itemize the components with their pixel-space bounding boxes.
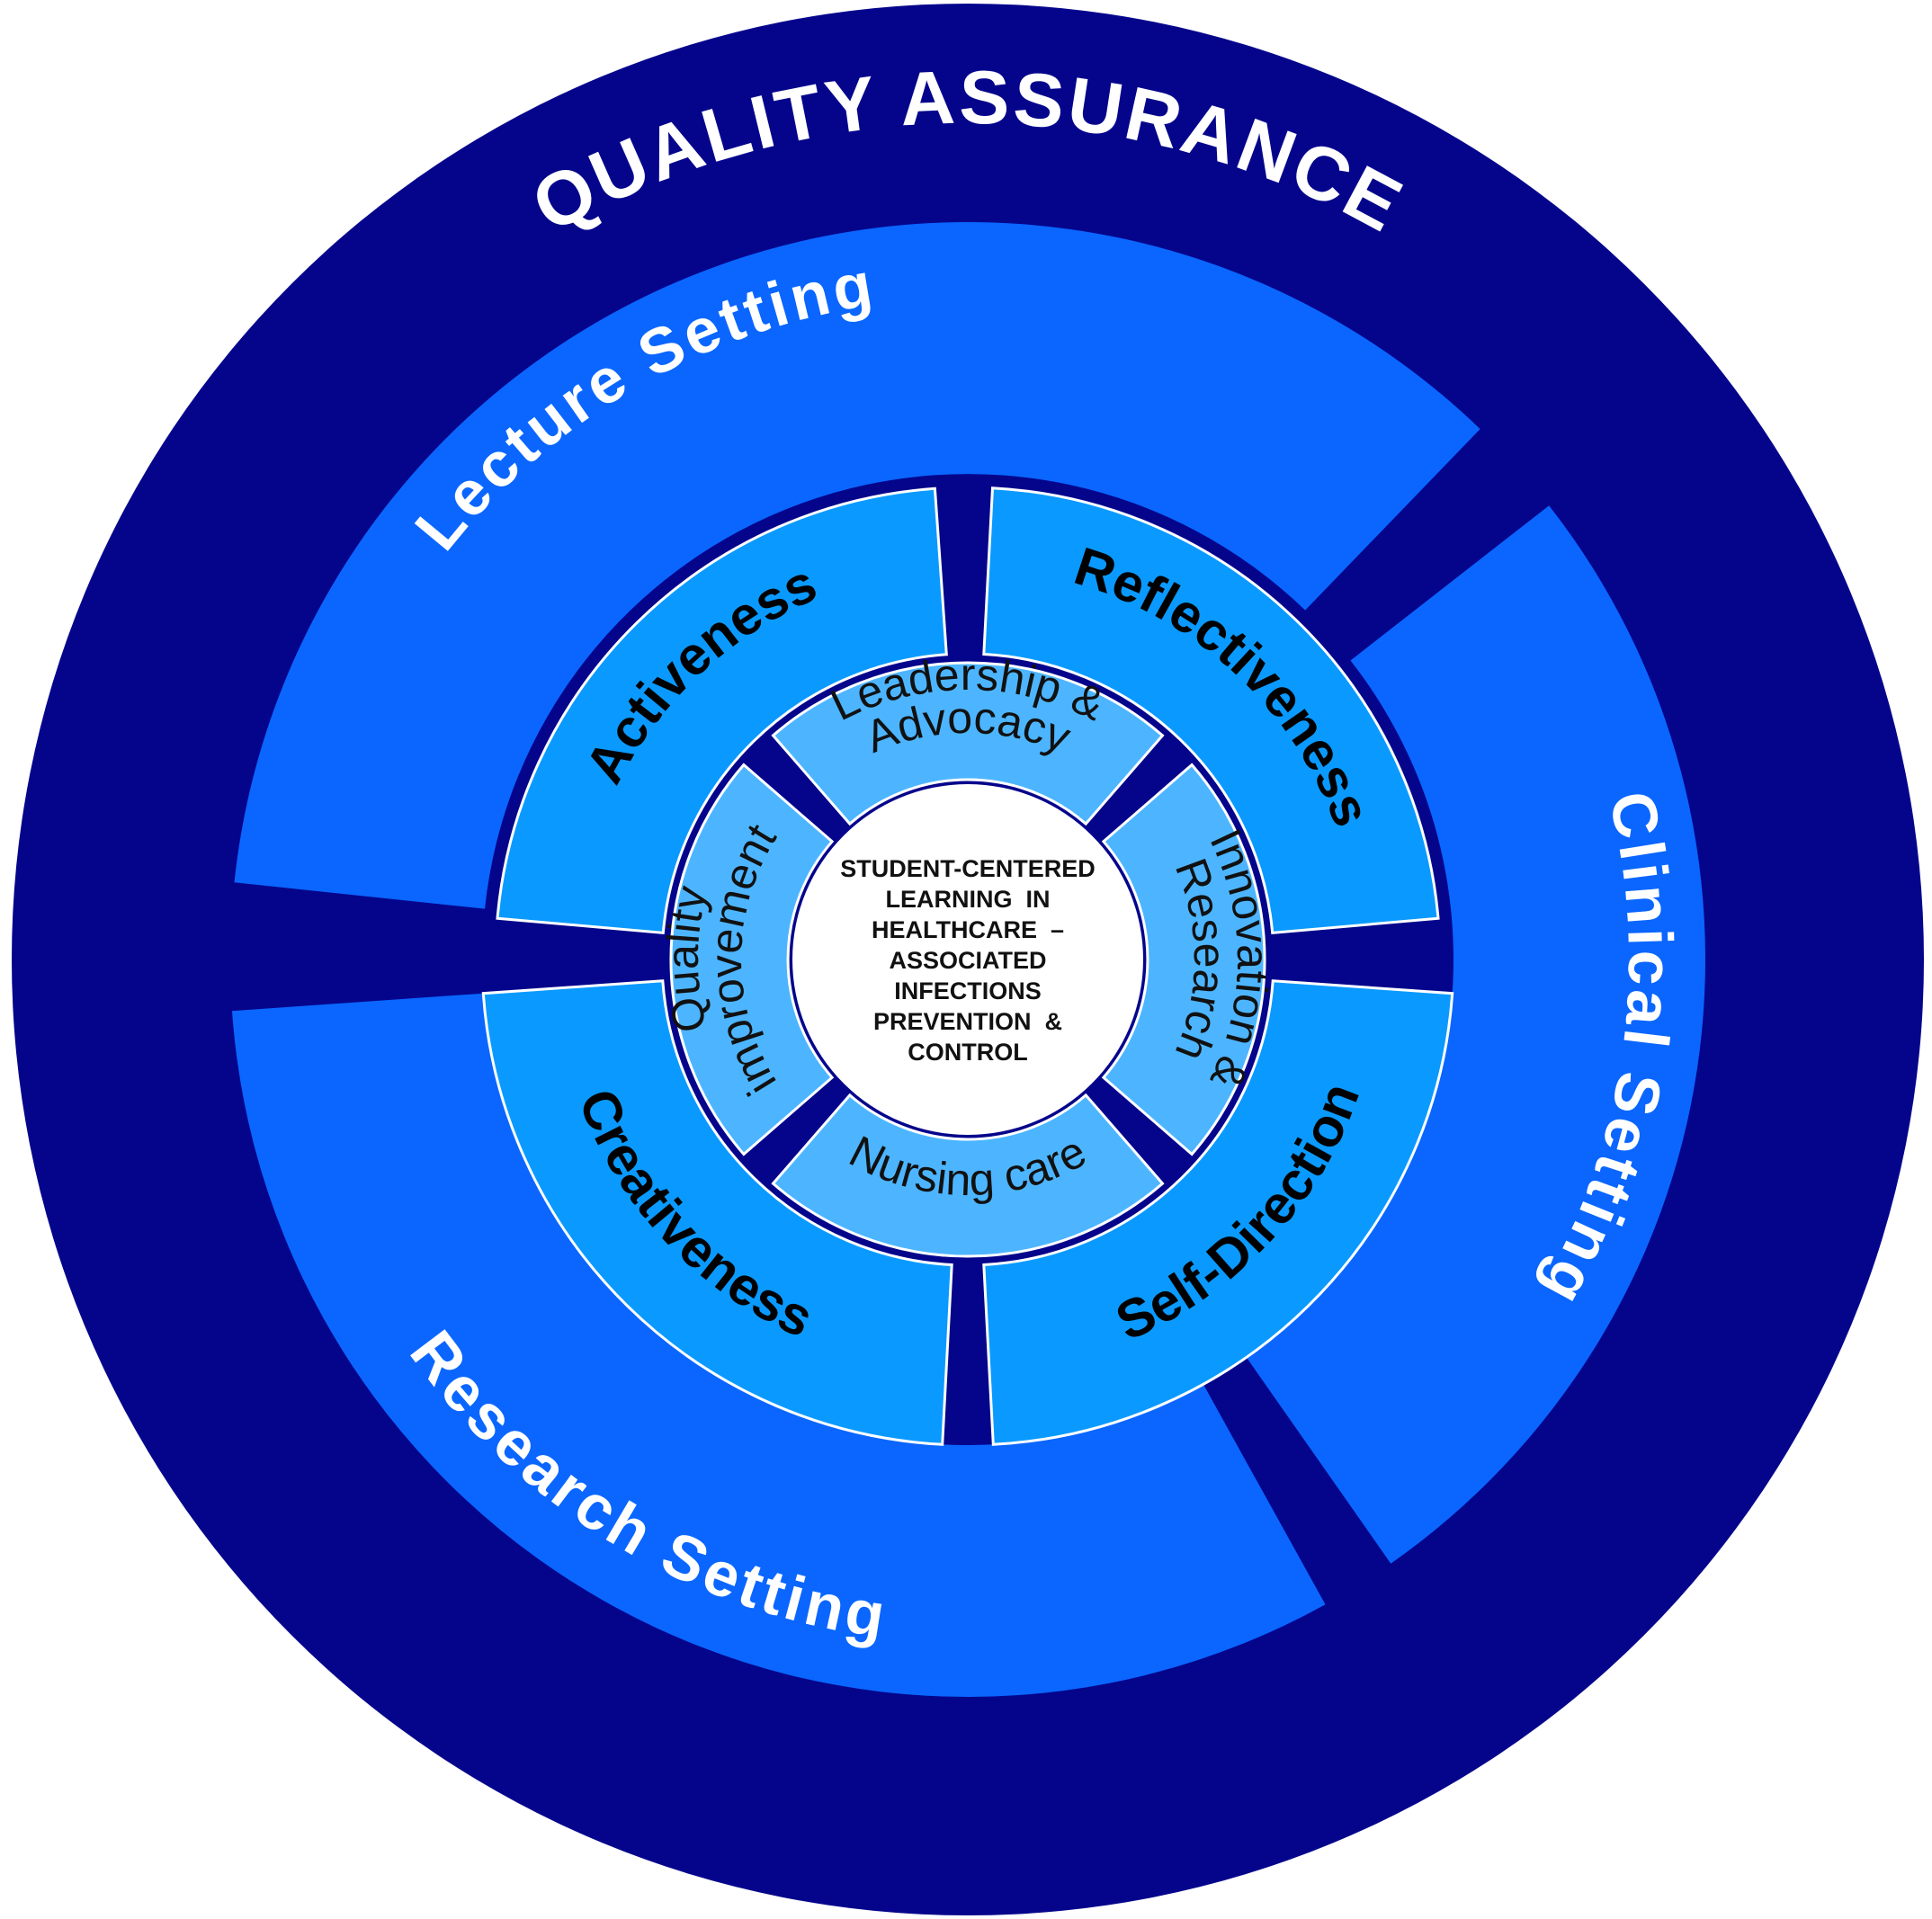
center-text-line: STUDENT-CENTERED [840, 855, 1096, 882]
center-text-line: HEALTHCARE – [872, 916, 1064, 943]
setting-segment-lecture [234, 221, 1480, 909]
attribute-segment-activeness [496, 486, 948, 935]
center-text-line: CONTROL [908, 1039, 1027, 1066]
attribute-segment-reflectiveness [982, 486, 1440, 935]
domain-segment-innovation [1101, 763, 1266, 1156]
attribute-segment-self-direction [982, 979, 1454, 1446]
center-text-line: ASSOCIATED [889, 947, 1046, 974]
setting-segment-research [232, 993, 1326, 1697]
domain-segment-nursing [771, 1093, 1165, 1258]
domain-segment-leadership [771, 661, 1165, 826]
center-text-line: INFECTIONS [894, 977, 1042, 1004]
setting-segment-clinical [1246, 505, 1705, 1564]
domain-segment-quality [669, 763, 835, 1156]
quality-improvement-label-line1: Quality [657, 881, 717, 1037]
attribute-segment-creativeness [481, 979, 953, 1446]
center-circle [792, 784, 1143, 1135]
center-text-line: PREVENTION & [873, 1008, 1062, 1035]
center-text-line: LEARNING IN [885, 886, 1050, 913]
